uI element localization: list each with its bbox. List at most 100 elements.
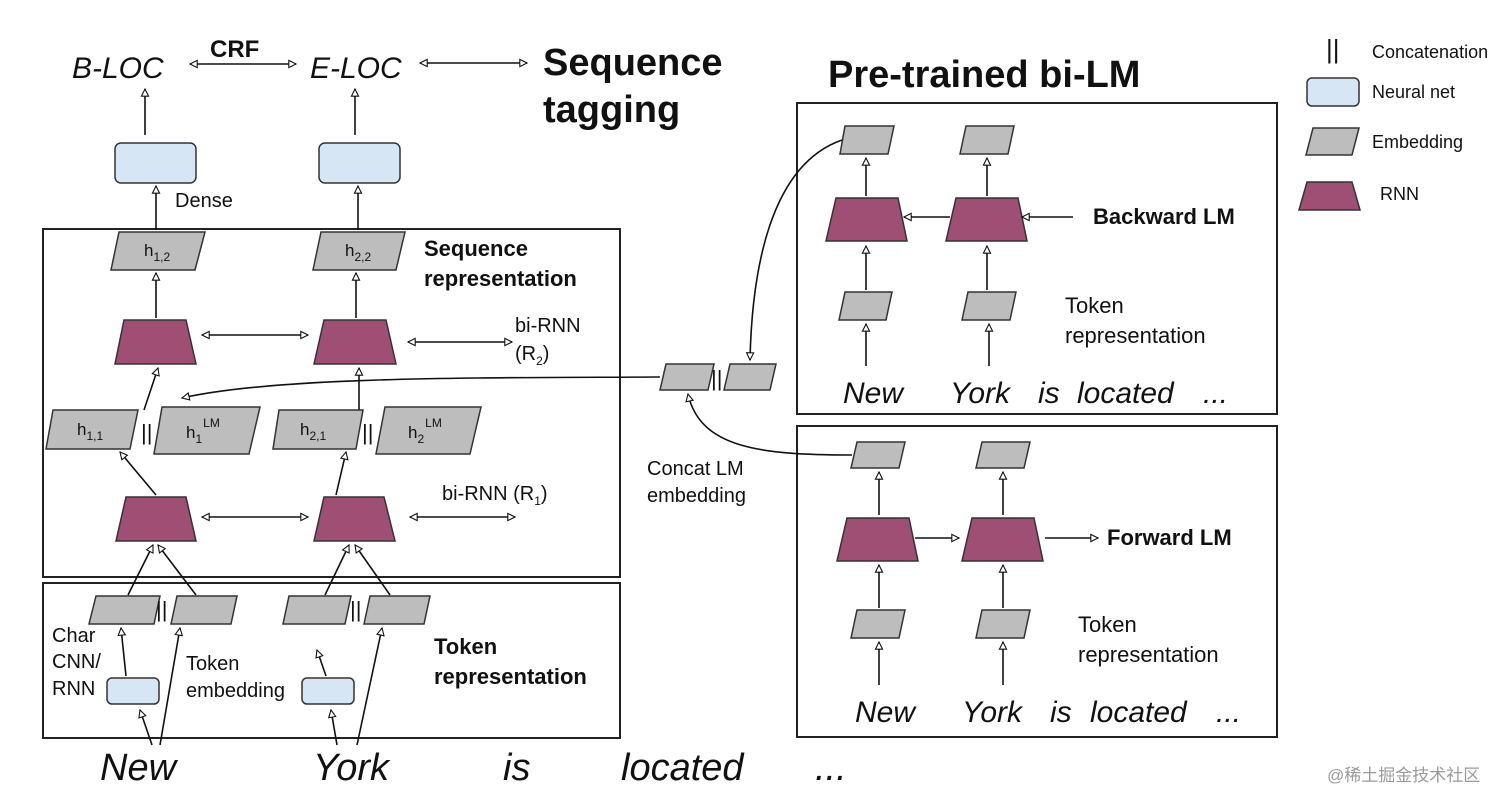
- bw-token-representation-label: Token representation: [1065, 293, 1206, 348]
- sequence-representation-label: Sequence representation: [424, 236, 577, 291]
- bw-word-located: located: [1077, 377, 1175, 410]
- legend-embedding-label: Embedding: [1372, 132, 1463, 152]
- birnn-r1-label: bi-RNN (R1): [442, 483, 548, 508]
- concat-lm-embedding-right: [723, 363, 777, 391]
- h2lm-label: h2LM: [408, 416, 442, 446]
- h11-label: h1,1: [77, 420, 103, 443]
- h22-embedding: [312, 231, 406, 271]
- bw-output-embedding-1: [839, 125, 895, 155]
- backward-lm-box: [796, 102, 1278, 415]
- char1-to-r1-arrow: [127, 545, 154, 596]
- birnn-r2-label: bi-RNN: [515, 315, 581, 337]
- embedding-parallelogram-icon: [1305, 127, 1360, 156]
- watermark: @稀土掘金技术社区: [1327, 766, 1480, 785]
- bottom-word-is: is: [503, 747, 530, 789]
- dense-box-1: [114, 142, 197, 184]
- b-loc-label: B-LOC: [72, 52, 164, 85]
- birnn-r2-sub-label: (R2): [515, 343, 549, 368]
- concatenation-symbol-icon: ||: [1326, 34, 1340, 64]
- bw-token-embedding-1: [838, 291, 893, 321]
- token-embedding-2: [363, 595, 431, 625]
- bottom-word-located: located: [621, 747, 745, 789]
- concat-lm-label: Concat LM embedding: [647, 458, 749, 507]
- charnn2-to-charemb-arrow: [317, 650, 327, 677]
- h11-embedding: [45, 409, 139, 450]
- fw-word-located: located: [1090, 696, 1188, 729]
- bw-word-new: New: [843, 377, 905, 410]
- fw-word-new: New: [855, 696, 917, 729]
- new-to-tokemb-arrow: [159, 628, 180, 746]
- h21-embedding: [272, 409, 364, 450]
- h1lm-embedding: [153, 406, 261, 455]
- fw-output-embedding-2: [975, 441, 1031, 469]
- fw-token-embedding-1: [850, 609, 906, 639]
- charnn1-to-charemb-arrow: [121, 628, 127, 677]
- concat-symbol-3: ||: [156, 597, 167, 622]
- backward-to-concat-arrow: [750, 139, 843, 360]
- fw-word-is: is: [1050, 696, 1072, 729]
- sequence-representation-box: [42, 228, 621, 578]
- token-embedding-1: [170, 595, 238, 625]
- h1lm-label: h1LM: [186, 416, 220, 446]
- bottom-word-york: York: [313, 747, 391, 789]
- h21-label: h2,1: [300, 420, 326, 443]
- bw-word-york: York: [950, 377, 1012, 410]
- token-representation-label: Token representation: [434, 634, 587, 689]
- concat-symbol-2: ||: [362, 420, 373, 445]
- h22-label: h2,2: [345, 241, 371, 264]
- char2-to-r1-arrow: [324, 545, 350, 596]
- h12-label: h1,2: [144, 241, 170, 264]
- york-to-tokemb-arrow: [356, 628, 382, 746]
- h2lm-embedding: [375, 406, 482, 455]
- bw-rnn-2: [945, 197, 1028, 242]
- pretrained-bilm-title: Pre-trained bi-LM: [828, 54, 1140, 96]
- new-to-charnn-arrow: [140, 710, 153, 746]
- bottom-word-new: New: [100, 747, 179, 789]
- legend: || Concatenation Neural net Embedding RN…: [1298, 34, 1488, 211]
- bw-output-embedding-2: [959, 125, 1015, 155]
- concat-symbol-1: ||: [141, 420, 152, 445]
- legend-neural-net-label: Neural net: [1372, 82, 1455, 102]
- dense-box-2: [318, 142, 401, 184]
- bottom-word-ellipsis: ...: [815, 747, 847, 789]
- fw-word-ellipsis: ...: [1216, 696, 1241, 729]
- char-nn-box-2: [301, 677, 355, 705]
- h12-embedding: [110, 231, 206, 271]
- char-nn-box-1: [106, 677, 160, 705]
- legend-concatenation-label: Concatenation: [1372, 42, 1488, 62]
- concat-symbol-4: ||: [350, 597, 361, 622]
- forward-to-concat-arrow: [688, 394, 853, 456]
- backward-lm-label: Backward LM: [1093, 204, 1235, 229]
- fw-rnn-1: [836, 517, 919, 562]
- tok2-to-r1-arrow: [355, 545, 391, 596]
- rnn-r1-1: [115, 496, 197, 542]
- neural-net-box-icon: [1306, 77, 1360, 107]
- concat-to-h1lm-arrow: [182, 376, 661, 398]
- fw-word-york: York: [962, 696, 1024, 729]
- crf-label: CRF: [210, 36, 259, 63]
- h11-to-r2-arrow: [143, 368, 158, 411]
- fw-rnn-2: [961, 517, 1044, 562]
- bw-token-embedding-2: [961, 291, 1017, 321]
- rnn-r1-2: [313, 496, 396, 542]
- rnn-r2-2: [313, 319, 397, 365]
- e-loc-label: E-LOC: [310, 52, 402, 85]
- bw-word-is: is: [1038, 377, 1060, 410]
- sequence-tagging-title: Sequence tagging: [543, 42, 733, 131]
- token-embedding-label: Token embedding: [186, 653, 285, 702]
- fw-output-embedding-1: [850, 441, 906, 469]
- rnn-trapezoid-icon: [1298, 181, 1361, 211]
- bw-word-ellipsis: ...: [1203, 377, 1228, 410]
- forward-lm-box: [796, 425, 1278, 738]
- r1-to-h11-arrow: [120, 452, 157, 496]
- fw-token-representation-label: Token representation: [1078, 612, 1219, 667]
- fw-token-embedding-2: [975, 609, 1031, 639]
- dense-label: Dense: [175, 190, 233, 212]
- char-cnn-rnn-label: Char CNN/ RNN: [52, 625, 106, 700]
- char-embedding-2: [282, 595, 352, 625]
- legend-rnn-label: RNN: [1380, 184, 1419, 204]
- r1-to-h21-arrow: [335, 452, 346, 496]
- concat-symbol-5: ||: [711, 366, 722, 391]
- bw-rnn-1: [825, 197, 908, 242]
